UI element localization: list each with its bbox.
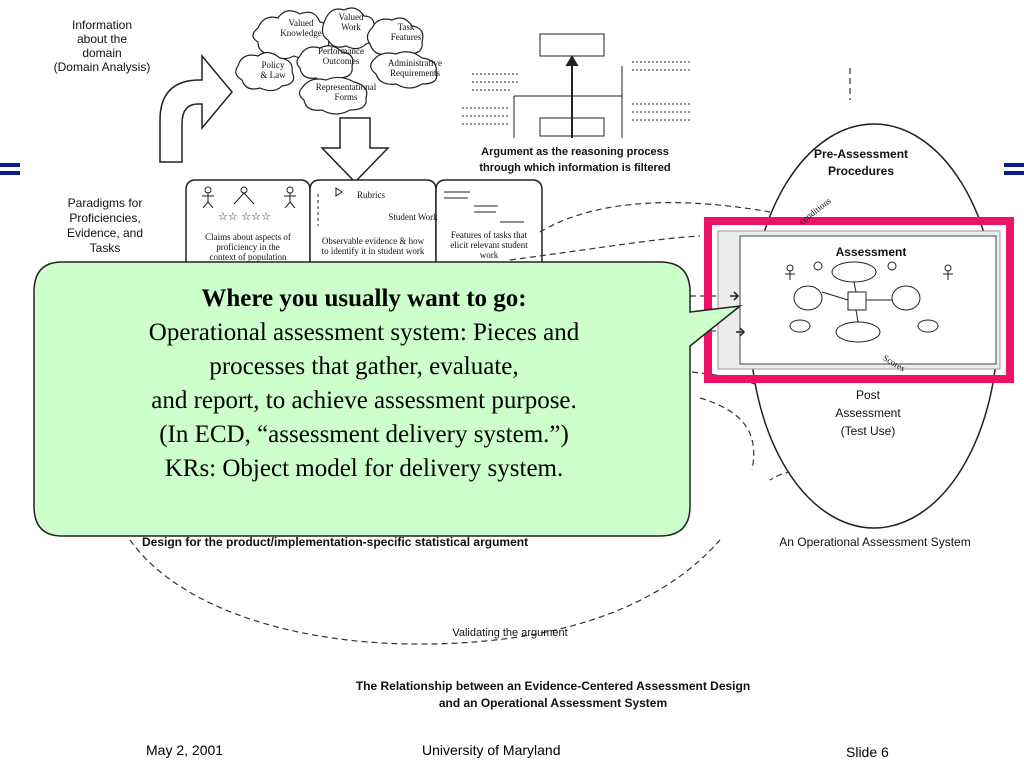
paradigms-label-line: Paradigms for [67,196,143,210]
relationship-caption: The Relationship between an Evidence-Cen… [280,678,826,712]
features-text: Features of tasks that elicit relevant s… [436,230,542,260]
callout-line: and report, to achieve assessment purpos… [151,387,577,414]
relationship-caption-line: The Relationship between an Evidence-Cen… [355,679,751,693]
operational-caption: An Operational Assessment System [779,535,971,549]
argument-diagram [462,33,690,138]
pre-assessment-line: Procedures [827,164,895,178]
down-arrow [320,117,390,184]
cloud-text: Task [397,22,415,32]
argument-caption-line: through which information is filtered [479,162,671,174]
domain-clouds [235,7,438,115]
features-text-line: Features of tasks that [450,230,528,240]
highlight-frame [704,217,1014,383]
design-caption: Design for the product/implementation-sp… [142,535,529,549]
domain-label-line: Information [71,18,133,32]
cloud-text: Valued [338,12,364,22]
callout-line: processes that gather, evaluate, [209,353,519,380]
validating-label: Validating the argument [452,627,568,639]
post-assessment-label: Post Assessment (Test Use) [808,386,928,440]
cloud-task-features: Task Features [382,22,430,42]
claims-text-line: Claims about aspects of [205,232,291,242]
paradigms-label-line: Proficiencies, [69,211,141,225]
cloud-text: Requirements [390,68,440,78]
rubrics-label: Rubrics [357,190,385,200]
assessment-label: Assessment [835,245,907,259]
domain-label-line: about the [76,32,128,46]
curved-arrow [159,53,233,163]
cloud-text: Work [341,22,361,32]
cloud-text: Policy [261,60,285,70]
evidence-text-line: to identify it in student work [321,246,425,256]
callout-line: KRs: Object model for delivery system. [164,455,564,482]
cloud-text: Forms [334,92,358,102]
domain-label-line: domain [82,46,122,60]
paradigms-label: Paradigms for Proficiencies, Evidence, a… [50,196,160,256]
cloud-text: Features [390,32,422,42]
student-work-label: Student Work [388,212,438,222]
cloud-policy-law: Policy & Law [248,60,298,80]
pre-assessment-label: Pre-Assessment Procedures [796,146,926,180]
task-stripes [317,187,524,226]
cloud-valued-work: Valued Work [328,12,374,32]
cloud-text: Valued [288,18,314,28]
domain-label-line: (Domain Analysis) [53,60,151,74]
claims-text: Claims about aspects of proficiency in t… [188,232,308,262]
claims-stars: ☆☆ ☆☆☆ [218,210,271,223]
callout-bubble [33,261,743,537]
features-text-line: work [479,250,499,260]
cloud-text: Representational [315,82,377,92]
assessment-mini-diagram [785,261,953,343]
right-side-marker-top [1004,163,1024,167]
cloud-representational: Representational Forms [306,82,386,102]
cloud-text: Administrative [388,58,442,68]
claims-text-line: proficiency in the [216,242,280,252]
paradigm-boxes [185,179,543,281]
right-side-marker-bottom [1004,171,1024,175]
callout-heading: Where you usually want to go: [201,285,527,312]
argument-caption: Argument as the reasoning process throug… [462,144,688,176]
features-text-line: elicit relevant student [450,240,528,250]
argument-caption-line: Argument as the reasoning process [481,146,669,158]
left-side-marker-top [0,163,20,167]
footer-date: May 2, 2001 [146,742,224,758]
paradigms-label-line: Evidence, and [66,226,144,240]
footer-organization: University of Maryland [422,742,561,758]
footer-slide-number: Slide 6 [846,744,889,760]
post-assessment-line: Assessment [835,406,901,420]
relationship-caption-line: and an Operational Assessment System [438,696,668,710]
paradigms-label-line: Tasks [89,241,121,255]
cloud-text: & Law [260,70,286,80]
cloud-administrative: Administrative Requirements [378,58,452,78]
cloud-text: Performance [318,46,364,56]
pre-assessment-line: Pre-Assessment [813,147,909,161]
cloud-text: Knowledge [280,28,322,38]
post-assessment-line: Post [855,388,880,402]
left-side-marker-bottom [0,171,20,175]
post-assessment-line: (Test Use) [840,424,896,438]
cloud-text: Outcomes [322,56,360,66]
claims-figures [202,186,296,209]
evidence-text: Observable evidence & how to identify it… [306,236,440,256]
domain-label: Information about the domain (Domain Ana… [40,18,164,74]
claims-text-line: context of population [209,252,287,262]
callout-text: Where you usually want to go: Operationa… [40,282,688,486]
evidence-text-line: Observable evidence & how [321,236,425,246]
callout-line: Operational assessment system: Pieces an… [148,319,580,346]
callout-line: (In ECD, “assessment delivery system.”) [159,421,569,448]
cloud-performance-outcomes: Performance Outcomes [306,46,376,66]
cloud-valued-knowledge: Valued Knowledge [268,18,334,38]
